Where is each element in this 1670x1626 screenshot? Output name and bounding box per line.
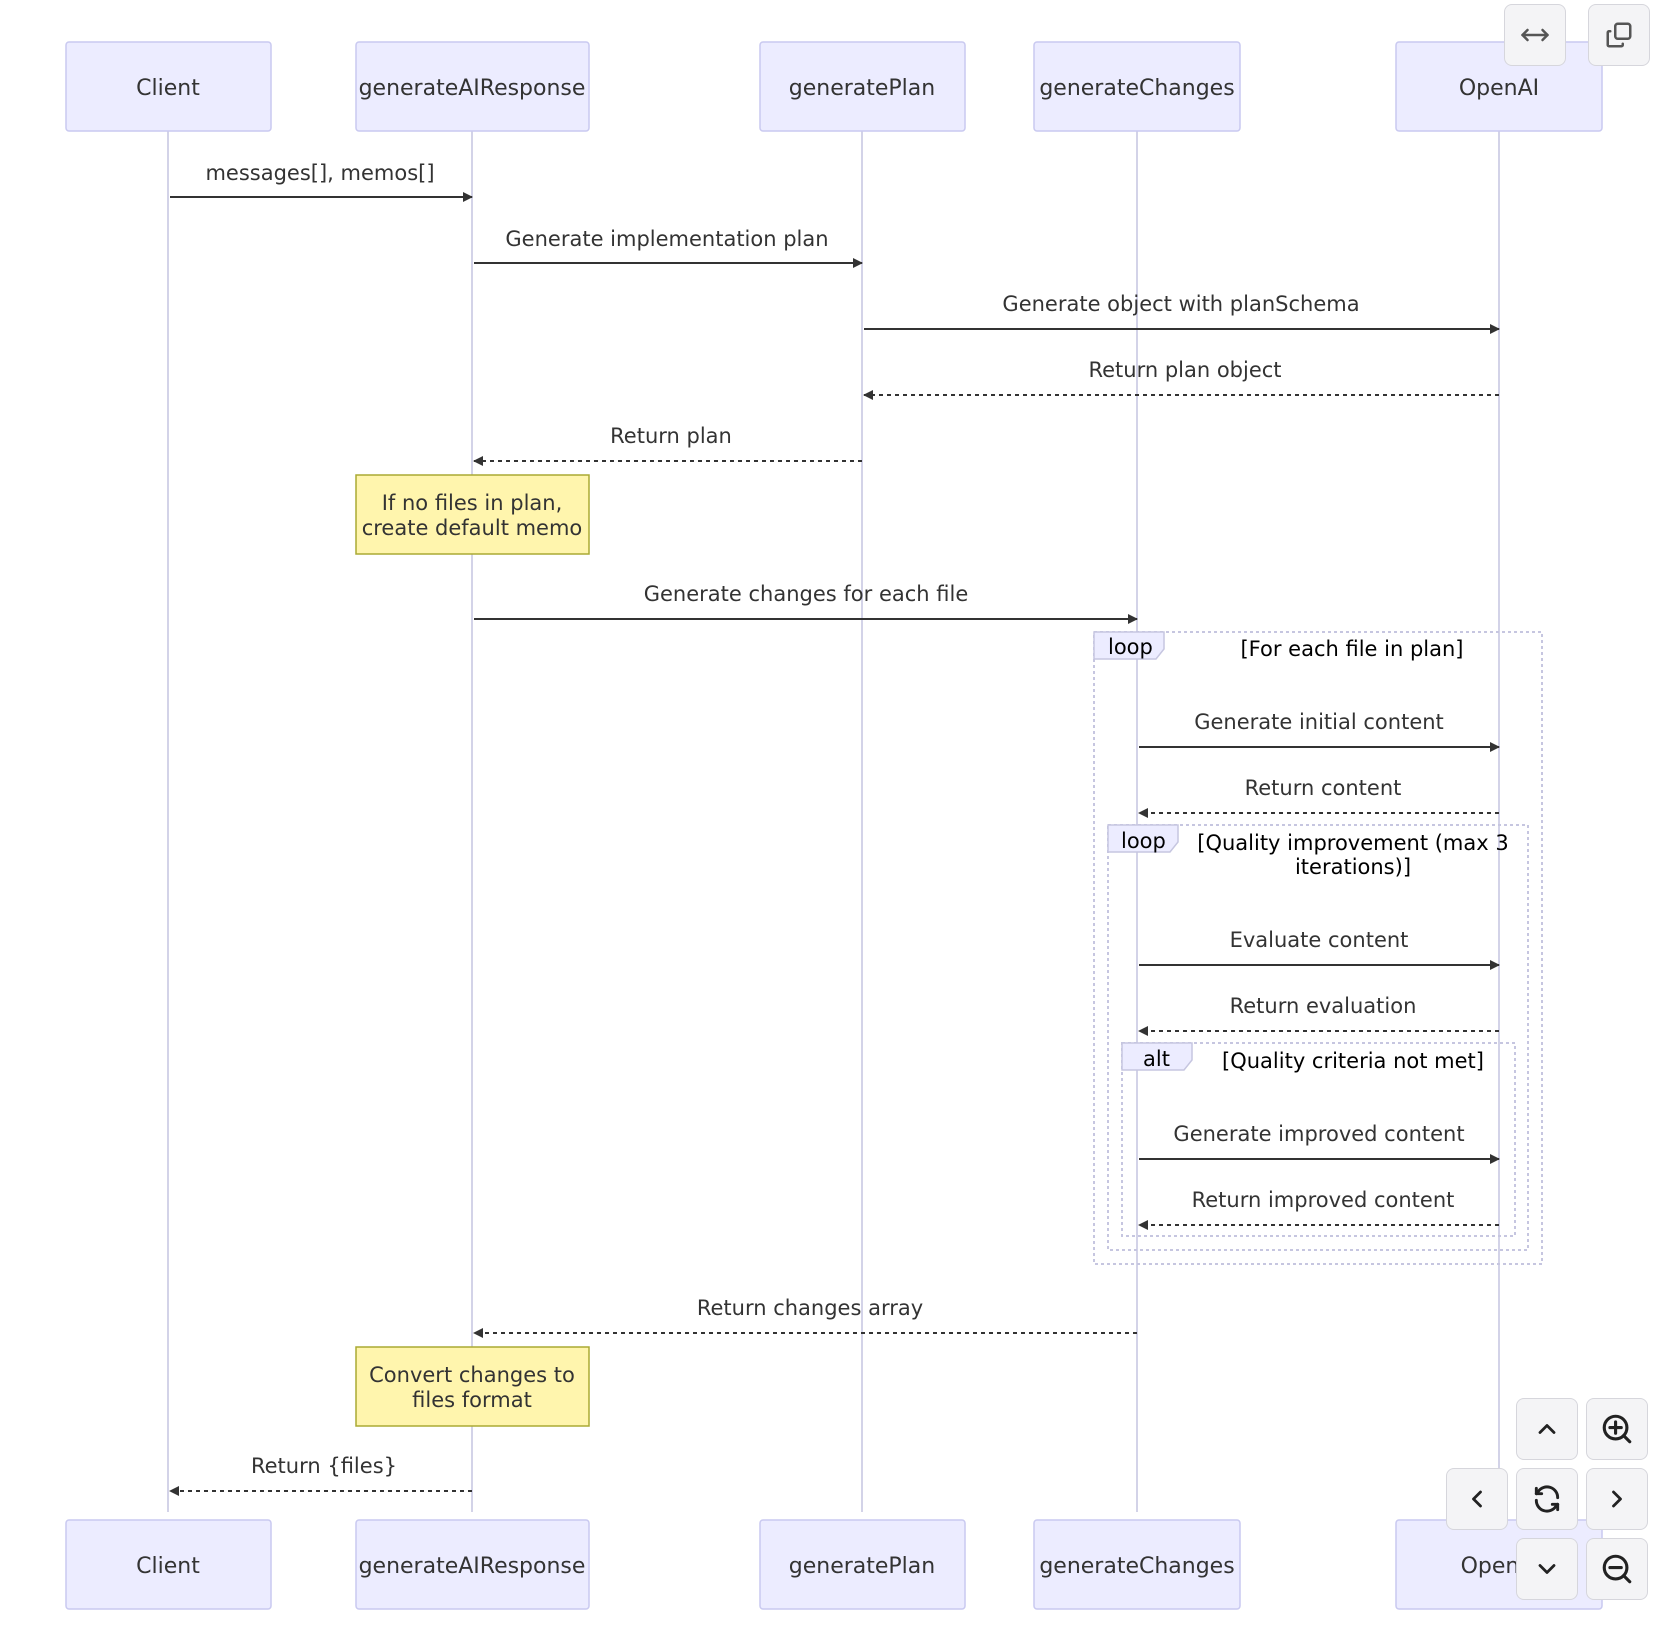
actor-generateairesponse-bottom: generateAIResponse <box>355 1519 590 1610</box>
note-default-memo: If no files in plan, create default memo <box>355 474 590 555</box>
arrows-horizontal-icon <box>1521 28 1549 42</box>
note-text-line1: If no files in plan, <box>382 491 563 515</box>
message-label: Return {files} <box>251 1454 397 1478</box>
fragment-condition: [For each file in plan] <box>1240 637 1463 661</box>
copy-button[interactable] <box>1588 4 1650 66</box>
actor-generatechanges-bottom: generateChanges <box>1033 1519 1241 1610</box>
alt-fragment <box>1121 1042 1516 1237</box>
actor-generatechanges-top: generateChanges <box>1033 41 1241 132</box>
message-label: Generate object with planSchema <box>1002 292 1359 316</box>
message-label: Generate implementation plan <box>505 227 828 251</box>
actor-label: generateChanges <box>1039 1554 1234 1579</box>
message-label: Return evaluation <box>1230 994 1417 1018</box>
actor-generateplan-bottom: generatePlan <box>759 1519 966 1610</box>
message-label: Evaluate content <box>1230 928 1409 952</box>
note-text-line1: Convert changes to <box>369 1363 575 1387</box>
fragment-condition: [Quality criteria not met] <box>1222 1049 1484 1073</box>
actor-generateplan-top: generatePlan <box>759 41 966 132</box>
zoom-out-icon <box>1602 1554 1632 1584</box>
note-convert-changes: Convert changes to files format <box>355 1346 590 1427</box>
fragment-keyword: alt <box>1143 1047 1170 1071</box>
message-label: Return improved content <box>1192 1188 1455 1212</box>
message-label: Generate improved content <box>1173 1122 1464 1146</box>
pan-down-button[interactable] <box>1516 1538 1578 1600</box>
actor-generateairesponse-top: generateAIResponse <box>355 41 590 132</box>
message-label: Generate changes for each file <box>644 582 969 606</box>
loop-fragment-inner <box>1107 824 1529 1251</box>
lifelines <box>167 131 1500 1512</box>
fragments <box>1093 631 1543 1265</box>
reset-view-button[interactable] <box>1516 1468 1578 1530</box>
chevron-left-icon <box>1472 1490 1482 1508</box>
pan-left-button[interactable] <box>1446 1468 1508 1530</box>
zoom-out-button[interactable] <box>1586 1538 1648 1600</box>
note-text-line2: files format <box>412 1388 532 1412</box>
chevron-up-icon <box>1538 1424 1556 1434</box>
refresh-icon <box>1534 1485 1560 1513</box>
message-label: Generate initial content <box>1194 710 1444 734</box>
alt-label-box: alt <box>1121 1042 1193 1071</box>
message-label: Return changes array <box>697 1296 923 1320</box>
actor-label: Client <box>136 76 200 101</box>
fragment-condition-line2: iterations)] <box>1295 855 1411 879</box>
actor-label: generateAIResponse <box>359 76 586 101</box>
fragment-keyword: loop <box>1121 829 1166 853</box>
chevron-down-icon <box>1538 1564 1556 1574</box>
pan-right-button[interactable] <box>1586 1468 1648 1530</box>
actor-label: OpenAI <box>1459 76 1539 101</box>
message-label: messages[], memos[] <box>205 161 434 185</box>
message-label: Return plan <box>610 424 732 448</box>
zoom-in-icon <box>1602 1414 1632 1444</box>
note-text-line2: create default memo <box>362 516 583 540</box>
chevron-right-icon <box>1612 1490 1622 1508</box>
actor-openai-top: OpenAI <box>1395 41 1603 132</box>
loop-label-box-inner: loop <box>1107 824 1179 853</box>
actor-label: generatePlan <box>789 76 935 101</box>
loop-fragment-outer <box>1093 631 1543 1265</box>
fit-width-button[interactable] <box>1504 4 1566 66</box>
fragment-keyword: loop <box>1108 635 1153 659</box>
actor-client-bottom: Client <box>65 1519 272 1610</box>
loop-label-box-outer: loop <box>1093 631 1165 660</box>
actor-label: generatePlan <box>789 1554 935 1579</box>
message-label: Return content <box>1245 776 1402 800</box>
pan-up-button[interactable] <box>1516 1398 1578 1460</box>
message-label: Return plan object <box>1088 358 1281 382</box>
actor-client-top: Client <box>65 41 272 132</box>
fragment-condition-line1: [Quality improvement (max 3 <box>1197 831 1508 855</box>
actor-label: generateChanges <box>1039 76 1234 101</box>
actor-label: generateAIResponse <box>359 1554 586 1579</box>
zoom-in-button[interactable] <box>1586 1398 1648 1460</box>
copy-icon <box>1606 22 1632 48</box>
actor-label: Client <box>136 1554 200 1579</box>
actor-label: Open <box>1461 1554 1520 1579</box>
